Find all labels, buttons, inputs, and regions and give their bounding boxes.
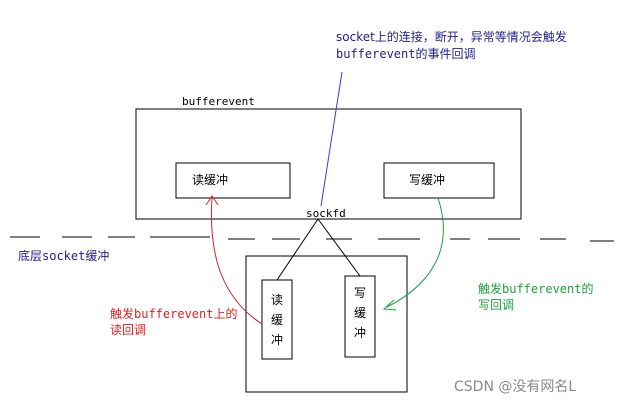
write-callback-arrowhead [382, 299, 397, 311]
read-callback-arrowhead [205, 195, 219, 206]
event-note-line2: bufferevent的事件回调 [336, 47, 476, 61]
read-buffer-top-label: 读缓冲 [192, 173, 229, 187]
bufferevent-label: bufferevent [182, 95, 255, 108]
bottom-socket-buffer-label: 底层socket缓冲 [18, 249, 110, 263]
sockfd-label: sockfd [306, 207, 346, 220]
sockfd-to-read-line [276, 218, 319, 281]
write-callback-line2: 写回调 [478, 298, 515, 312]
socket-box [245, 255, 408, 393]
sockfd-to-write-line [317, 218, 361, 277]
event-note-line1: socket上的连接，断开，异常等情况会触发 [336, 30, 567, 44]
read-callback-arrow [210, 197, 263, 325]
write-buffer-top-label: 写缓冲 [409, 173, 446, 187]
bufferevent-box [135, 108, 522, 220]
write-callback-line1: 触发bufferevent的 [478, 282, 594, 296]
watermark: CSDN @没有网名L [454, 379, 577, 395]
write-callback-arrow [386, 197, 444, 308]
read-buffer-top-box [175, 162, 291, 199]
socket-boundary-dashes [10, 236, 614, 242]
read-callback-line1: 触发bufferevent上的 [110, 307, 238, 321]
write-buffer-socket-label: 写缓冲 [353, 286, 366, 340]
read-buffer-socket-label: 读缓冲 [270, 293, 283, 347]
event-callback-line [320, 71, 343, 207]
read-callback-line2: 读回调 [110, 323, 147, 337]
write-buffer-top-box [383, 162, 495, 199]
